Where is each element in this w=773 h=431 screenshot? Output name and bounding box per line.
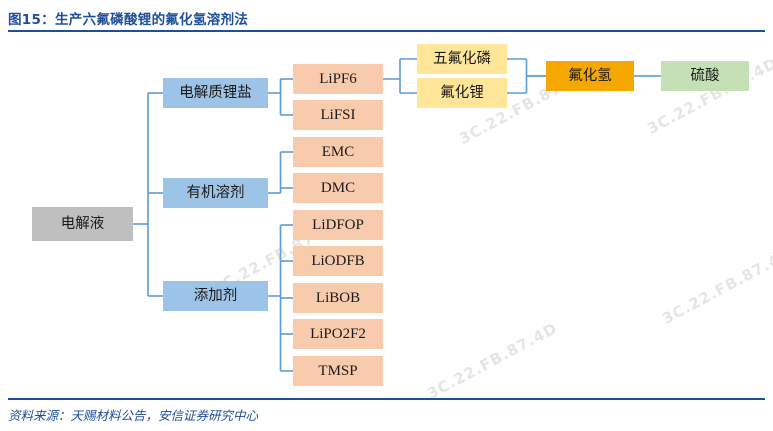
footer-divider bbox=[8, 398, 765, 400]
node-label: EMC bbox=[321, 143, 355, 160]
node-label: LiDFOP bbox=[312, 216, 364, 233]
node-libob: LiBOB bbox=[293, 283, 383, 313]
node-label: DMC bbox=[320, 179, 356, 196]
node-additive: 添加剂 bbox=[163, 281, 268, 311]
page-title: 图15：生产六氟磷酸锂的氟化氢溶剂法 bbox=[8, 12, 249, 28]
node-organic-solvent: 有机溶剂 bbox=[163, 178, 268, 208]
node-label: 电解液 bbox=[60, 215, 105, 232]
node-hf: 氟化氢 bbox=[546, 61, 634, 91]
node-lidfop: LiDFOP bbox=[293, 210, 383, 240]
node-label: 添加剂 bbox=[193, 287, 238, 304]
node-lif: 氟化锂 bbox=[417, 78, 507, 108]
node-label: LiPO2F2 bbox=[310, 325, 366, 342]
node-tmsp: TMSP bbox=[293, 356, 383, 386]
connector-layer bbox=[133, 58, 661, 372]
source-note: 资料来源：天赐材料公告，安信证券研究中心 bbox=[8, 408, 259, 423]
title-divider bbox=[8, 30, 765, 32]
node-label: 氟化氢 bbox=[568, 67, 612, 84]
node-h2so4: 硫酸 bbox=[661, 61, 749, 91]
node-emc: EMC bbox=[293, 137, 383, 167]
node-electrolyte: 电解液 bbox=[32, 207, 133, 241]
node-label: 五氟化磷 bbox=[433, 50, 491, 67]
node-pf5: 五氟化磷 bbox=[417, 44, 507, 74]
node-lithium-salt: 电解质锂盐 bbox=[163, 78, 268, 108]
node-dmc: DMC bbox=[293, 173, 383, 203]
node-label: 有机溶剂 bbox=[186, 184, 245, 201]
node-label: 电解质锂盐 bbox=[179, 84, 252, 101]
node-label: 硫酸 bbox=[690, 67, 720, 84]
node-lifsi: LiFSI bbox=[293, 100, 383, 130]
node-label: LiPF6 bbox=[319, 70, 357, 87]
node-lipf6: LiPF6 bbox=[293, 64, 383, 94]
node-label: 氟化锂 bbox=[440, 84, 484, 101]
node-label: LiODFB bbox=[311, 252, 365, 269]
node-label: TMSP bbox=[318, 362, 358, 379]
node-label: LiBOB bbox=[315, 289, 361, 306]
node-lipo2f2: LiPO2F2 bbox=[293, 319, 383, 349]
node-label: LiFSI bbox=[320, 106, 356, 123]
node-liodfb: LiODFB bbox=[293, 246, 383, 276]
